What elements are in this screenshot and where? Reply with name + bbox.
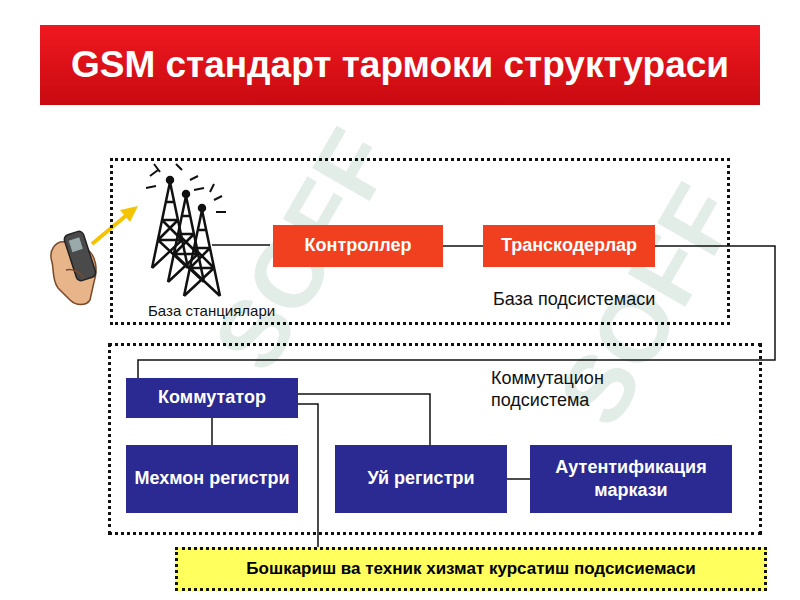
- connector-line: [298, 404, 318, 547]
- node-label: Уй регистри: [367, 467, 474, 490]
- title-band: GSM стандарт тармоки структураси: [40, 25, 760, 105]
- node-label: Аутентификация маркази: [536, 456, 726, 503]
- process-box: Аутентификация маркази: [530, 445, 732, 513]
- node-label: Контроллер: [305, 234, 412, 257]
- region-title: База подсистемаси: [493, 289, 713, 311]
- process-box: Коммутатор: [126, 378, 298, 418]
- subsystem-band: Бошкариш ва техник хизмат курсатиш подси…: [175, 547, 767, 591]
- connector-line: [211, 418, 213, 445]
- region-title: Коммутацион подсистема: [491, 368, 631, 411]
- subsystem-region: База подсистемаси Контроллер Транскодерлар: [110, 158, 730, 325]
- subsystem-region: Коммутацион подсистема КоммутаторМехмон р…: [108, 343, 762, 535]
- connector-line: [298, 394, 430, 445]
- connector-line: [443, 245, 483, 247]
- register-box: Уй регистри: [335, 445, 507, 513]
- tower-illustration: [146, 164, 226, 296]
- connector-line: [507, 478, 530, 480]
- process-box: Транскодерлар: [483, 225, 655, 267]
- process-box: Контроллер: [273, 225, 443, 267]
- node-label: Коммутатор: [158, 386, 266, 409]
- node-label: Транскодерлар: [501, 234, 637, 257]
- station-label: База станциялари: [148, 302, 275, 319]
- node-label: Мехмон регистри: [134, 467, 289, 490]
- title-text: GSM стандарт тармоки структураси: [71, 44, 729, 86]
- phone-illustration: [51, 230, 97, 304]
- register-box: Мехмон регистри: [126, 445, 298, 513]
- radio-wire: [212, 244, 270, 246]
- radio-link-arrow: [92, 206, 138, 244]
- node-label: Бошкариш ва техник хизмат курсатиш подси…: [246, 559, 695, 579]
